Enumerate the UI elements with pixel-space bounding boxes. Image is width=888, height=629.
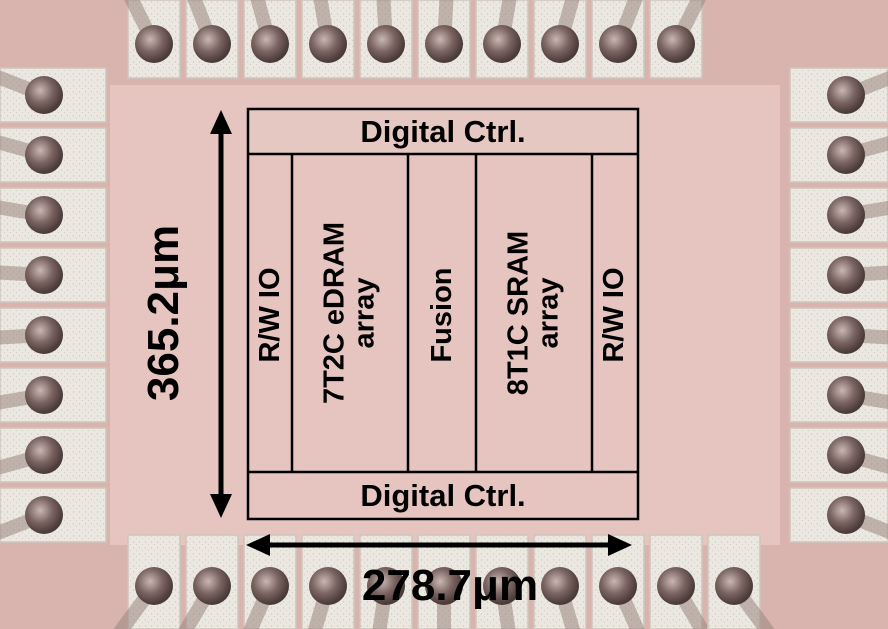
bond-pad bbox=[0, 68, 106, 122]
digital-ctrl-bottom-label: Digital Ctrl. bbox=[248, 472, 638, 519]
bond-pad bbox=[0, 428, 106, 482]
edram-array-label: 7T2C eDRAM array bbox=[320, 158, 381, 468]
bond-pad bbox=[790, 308, 888, 362]
width-dimension-label: 278.7μm bbox=[300, 560, 600, 612]
bond-pad bbox=[0, 248, 106, 302]
bond-pad bbox=[790, 248, 888, 302]
bond-pad bbox=[127, 0, 180, 78]
bond-pad bbox=[790, 188, 888, 242]
height-dimension-label: 365.2μm bbox=[141, 163, 187, 463]
bond-pad bbox=[180, 535, 238, 629]
bond-pad bbox=[592, 0, 644, 78]
bond-pad bbox=[302, 0, 354, 78]
bond-pad bbox=[0, 368, 106, 422]
bond-pad bbox=[0, 308, 106, 362]
bond-pad bbox=[244, 0, 296, 78]
bond-pad bbox=[0, 188, 106, 242]
bond-pad bbox=[534, 0, 586, 78]
bond-pad bbox=[0, 488, 106, 542]
bond-pad bbox=[790, 368, 888, 422]
bond-pad bbox=[790, 428, 888, 482]
fusion-label: Fusion bbox=[427, 165, 457, 465]
bond-pad bbox=[360, 0, 412, 78]
bond-pad bbox=[790, 128, 888, 182]
bond-pad bbox=[476, 0, 528, 78]
bond-pad bbox=[650, 0, 703, 78]
digital-ctrl-top-label: Digital Ctrl. bbox=[248, 109, 638, 154]
bond-pad bbox=[790, 68, 888, 122]
bond-pad bbox=[0, 128, 106, 182]
rw-io-left-label: R/W IO bbox=[255, 165, 285, 465]
bond-pad bbox=[186, 0, 238, 78]
sram-array-label: 8T1C SRAM array bbox=[504, 158, 565, 468]
bond-pad bbox=[790, 488, 888, 542]
bond-pad bbox=[650, 535, 708, 629]
bond-pad bbox=[418, 0, 470, 78]
rw-io-right-label: R/W IO bbox=[599, 165, 629, 465]
